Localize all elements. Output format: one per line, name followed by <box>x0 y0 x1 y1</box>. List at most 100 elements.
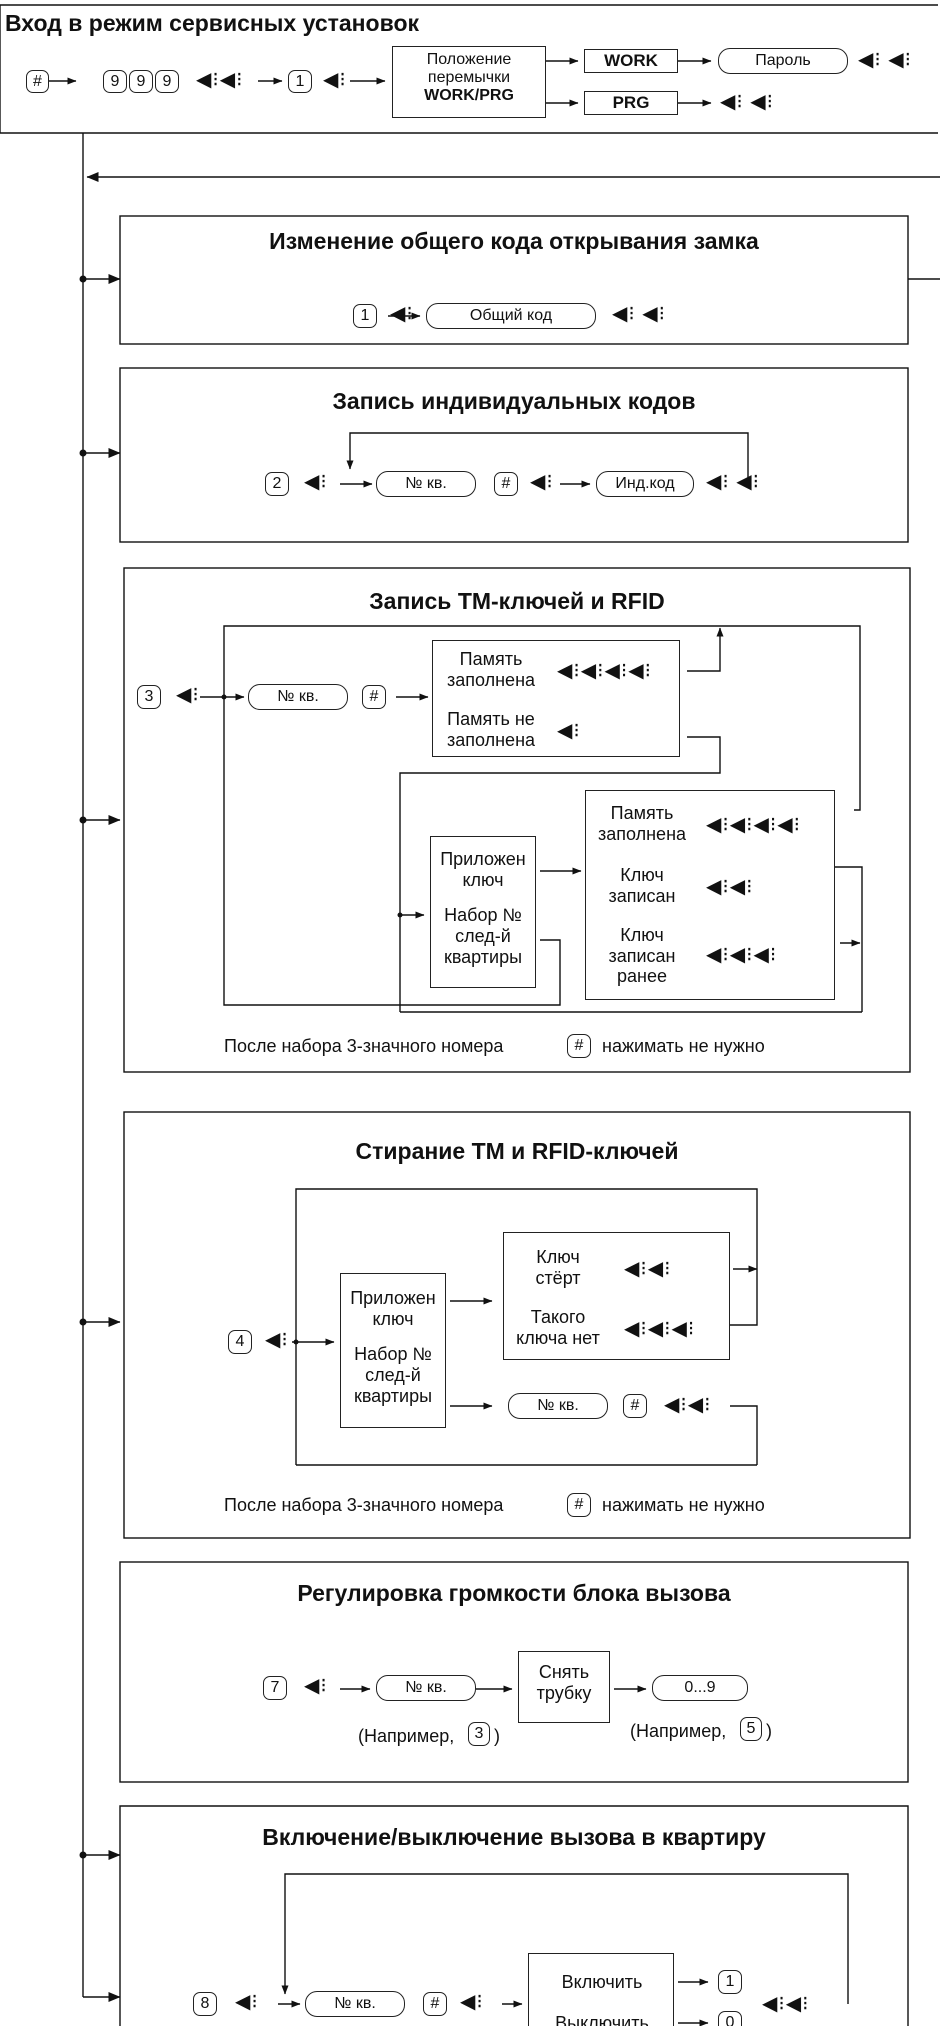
r-prev-line1: Ключ <box>620 925 664 945</box>
speaker-beep-icon: ◀⁝ ◀⁝ <box>706 471 761 493</box>
speaker-beep-icon: ◀⁝ <box>530 471 554 493</box>
common-code-pill: Общий код <box>426 303 596 329</box>
sec3-note-b: нажимать не нужно <box>602 1036 765 1056</box>
r-prev-line2: записан <box>608 945 676 966</box>
sec3-title: Запись ТМ-ключей и RFID <box>369 588 665 614</box>
sec5-title: Регулировка громкости блока вызова <box>297 1580 731 1606</box>
on-off-box: Включить Выключить <box>528 1953 674 2026</box>
next-apt-line1: Набор № <box>354 1344 432 1364</box>
hash-key: # <box>494 472 518 496</box>
applied-key-line2: ключ <box>372 1309 414 1329</box>
mem-not-full-line1: Память не <box>447 709 535 729</box>
erased-line1: Ключ <box>536 1247 580 1267</box>
example1-prefix: (Например, <box>358 1726 455 1746</box>
header-title: Вход в режим сервисных установок <box>5 10 419 36</box>
example1-suffix: ) <box>494 1726 500 1746</box>
applied-key-line1: Приложен <box>440 849 526 869</box>
r-full-line1: Память <box>610 803 674 823</box>
lift-line2: трубку <box>536 1683 592 1703</box>
enable-label: Включить <box>561 1972 643 1992</box>
speaker-beep-icon: ◀⁝◀⁝ <box>706 876 754 898</box>
next-apt-line3: квартиры <box>353 1386 433 1406</box>
digit-4-key: 4 <box>228 1330 252 1354</box>
digit-1-key: 1 <box>288 70 312 93</box>
digit-1-key: 1 <box>718 1970 742 1994</box>
sec1-title: Изменение общего кода открывания замка <box>269 228 759 254</box>
digit-8-key: 8 <box>193 1992 217 2016</box>
sec4-title: Стирание ТМ и RFID-ключей <box>355 1138 679 1164</box>
sec4-note-b: нажимать не нужно <box>602 1495 765 1515</box>
digit-9-key: 9 <box>129 70 153 93</box>
r-recorded-line2: записан <box>608 885 676 906</box>
prg-mode-box: PRG <box>584 91 678 115</box>
digit-9-key: 9 <box>103 70 127 93</box>
speaker-beep-icon: ◀⁝ <box>304 1675 328 1697</box>
individual-code-pill: Инд.код <box>596 471 694 497</box>
hash-key: # <box>26 70 49 93</box>
work-mode-box: WORK <box>584 49 678 73</box>
speaker-beep-icon: ◀⁝ ◀⁝ <box>858 49 913 71</box>
jumper-label-line3: WORK/PRG <box>424 87 514 104</box>
digit-0-key: 0 <box>718 2011 742 2026</box>
memory-status-box: Память заполнена ◀⁝◀⁝◀⁝◀⁝ Память не запо… <box>432 640 680 757</box>
mem-not-full-line2: заполнена <box>446 729 536 750</box>
speaker-beep-icon: ◀⁝◀⁝◀⁝ <box>624 1318 696 1340</box>
jumper-label-line1: Положение <box>426 51 512 68</box>
mem-full-line2: заполнена <box>446 669 536 690</box>
erase-result-box: Ключ стёрт ◀⁝◀⁝ Такого ключа нет ◀⁝◀⁝◀⁝ <box>503 1232 730 1360</box>
jumper-label-line2: перемычки <box>427 69 511 86</box>
apartment-number-pill: № кв. <box>248 684 348 710</box>
hash-key: # <box>362 685 386 709</box>
apartment-number-pill: № кв. <box>376 471 476 497</box>
digit-2-key: 2 <box>265 472 289 496</box>
speaker-beep-icon: ◀⁝ <box>557 720 581 742</box>
lift-line1: Снять <box>538 1662 590 1682</box>
sec2-title: Запись индивидуальных кодов <box>332 388 696 414</box>
speaker-beep-icon: ◀⁝ <box>176 684 200 706</box>
password-pill: Пароль <box>718 48 848 74</box>
next-apt-line2: след-й <box>455 926 511 946</box>
r-recorded-line1: Ключ <box>620 865 664 885</box>
example2-suffix: ) <box>766 1721 772 1741</box>
write-result-box: Память заполнена ◀⁝◀⁝◀⁝◀⁝ Ключ записан ◀… <box>585 790 835 1000</box>
erased-line2: стёрт <box>535 1267 581 1288</box>
digit-7-key: 7 <box>263 1676 287 1700</box>
sec4-note-a: После набора 3-значного номера <box>224 1495 504 1515</box>
speaker-beep-icon: ◀⁝◀⁝ <box>624 1258 672 1280</box>
speaker-beep-icon: ◀⁝ <box>390 303 414 325</box>
speaker-beep-icon: ◀⁝◀⁝◀⁝◀⁝ <box>706 814 801 836</box>
no-key-line2: ключа нет <box>516 1327 600 1348</box>
speaker-beep-icon: ◀⁝◀⁝◀⁝ <box>706 944 778 966</box>
speaker-beep-icon: ◀⁝◀⁝ <box>762 1993 810 2015</box>
next-apt-line3: квартиры <box>443 947 523 967</box>
hash-key: # <box>567 1034 591 1058</box>
hash-key: # <box>423 1992 447 2016</box>
lift-handset-box: Снять трубку <box>518 1651 610 1723</box>
speaker-beep-icon: ◀⁝ ◀⁝ <box>612 303 667 325</box>
example2-prefix: (Например, <box>630 1721 727 1741</box>
apartment-number-pill: № кв. <box>508 1393 608 1419</box>
mem-full-line1: Память <box>459 649 523 669</box>
speaker-beep-icon: ◀⁝◀⁝ <box>664 1394 712 1416</box>
r-prev-line3: ранее <box>617 966 667 987</box>
speaker-beep-icon: ◀⁝◀⁝◀⁝◀⁝ <box>557 660 652 682</box>
apartment-number-pill: № кв. <box>305 1991 405 2017</box>
digit-3-key: 3 <box>468 1722 490 1746</box>
hash-key: # <box>567 1493 591 1517</box>
erase-action-box: Приложен ключ Набор № след-й квартиры <box>340 1273 446 1428</box>
speaker-beep-icon: ◀⁝ <box>304 471 328 493</box>
next-apt-line1: Набор № <box>444 905 522 925</box>
r-full-line2: заполнена <box>597 823 687 844</box>
speaker-beep-icon: ◀⁝◀⁝ <box>196 69 244 91</box>
jumper-position-box: Положение перемычки WORK/PRG <box>392 46 546 118</box>
no-key-line1: Такого <box>530 1307 586 1327</box>
digit-3-key: 3 <box>137 685 161 709</box>
speaker-beep-icon: ◀⁝ <box>265 1329 289 1351</box>
volume-range-pill: 0...9 <box>652 1675 748 1701</box>
junction-dots <box>79 275 403 1859</box>
sec3-note-a: После набора 3-значного номера <box>224 1036 504 1056</box>
hash-key: # <box>623 1394 647 1418</box>
digit-5-key: 5 <box>740 1717 762 1741</box>
